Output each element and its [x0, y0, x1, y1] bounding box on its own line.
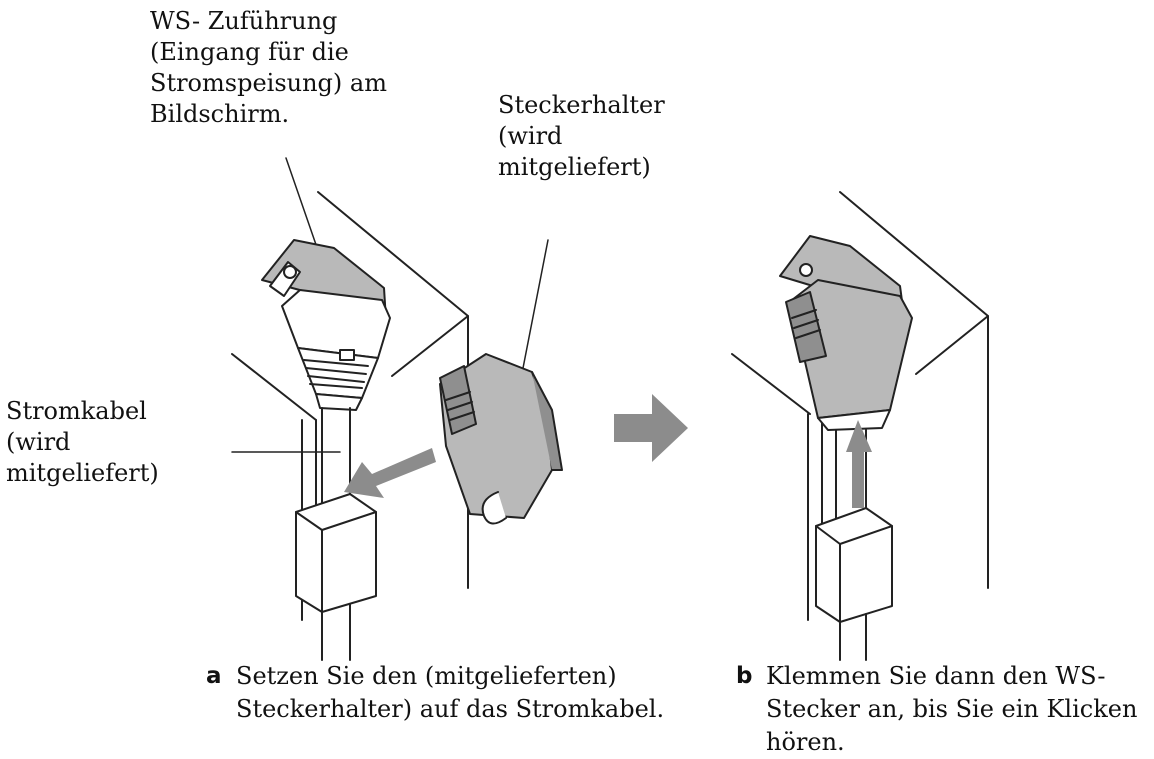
label-ws-inlet-line-3: Stromspeisung) am: [150, 69, 387, 97]
label-power-cable-line-3: mitgeliefert): [6, 459, 159, 487]
attach-arrow: [344, 448, 436, 498]
caption-step-b-line-2: Stecker an, bis Sie ein Klicken: [766, 695, 1138, 723]
step-arrow: [614, 394, 688, 462]
caption-step-a: a Setzen Sie den (mitgelieferten) Stecke…: [206, 660, 665, 726]
push-up-arrow: [846, 420, 872, 508]
caption-step-b-line-1: Klemmen Sie dann den WS-: [766, 662, 1106, 690]
label-ws-inlet-line-1: WS- Zuführung: [150, 7, 338, 35]
caption-step-b-line-3: hören.: [766, 728, 845, 756]
power-plug-left: [281, 289, 391, 411]
label-ws-inlet: WS- Zuführung (Eingang für die Stromspei…: [150, 6, 387, 130]
label-plug-holder: Steckerhalter (wird mitgeliefert): [498, 90, 665, 183]
label-plug-holder-line-1: Steckerhalter: [498, 91, 665, 119]
label-plug-holder-line-2: (wird: [498, 122, 563, 150]
plug-with-holder-right: [785, 279, 913, 431]
power-cable-right: [815, 429, 893, 661]
caption-step-b: b Klemmen Sie dann den WS- Stecker an, b…: [736, 660, 1138, 759]
caption-step-a-line-1: Setzen Sie den (mitgelieferten): [236, 662, 617, 690]
plug-holder-left: [439, 353, 563, 525]
step-letter-a: a: [206, 663, 222, 689]
label-ws-inlet-line-2: (Eingang für die: [150, 38, 349, 66]
label-ws-inlet-line-4: Bildschirm.: [150, 100, 290, 128]
label-power-cable-line-2: (wird: [6, 428, 71, 456]
caption-step-a-line-2: Steckerhalter) auf das Stromkabel.: [236, 695, 665, 723]
label-plug-holder-line-3: mitgeliefert): [498, 153, 651, 181]
step-letter-b: b: [736, 663, 753, 689]
power-cable-left: [295, 407, 377, 661]
label-power-cable: Stromkabel (wird mitgeliefert): [6, 396, 159, 489]
label-power-cable-line-1: Stromkabel: [6, 397, 147, 425]
